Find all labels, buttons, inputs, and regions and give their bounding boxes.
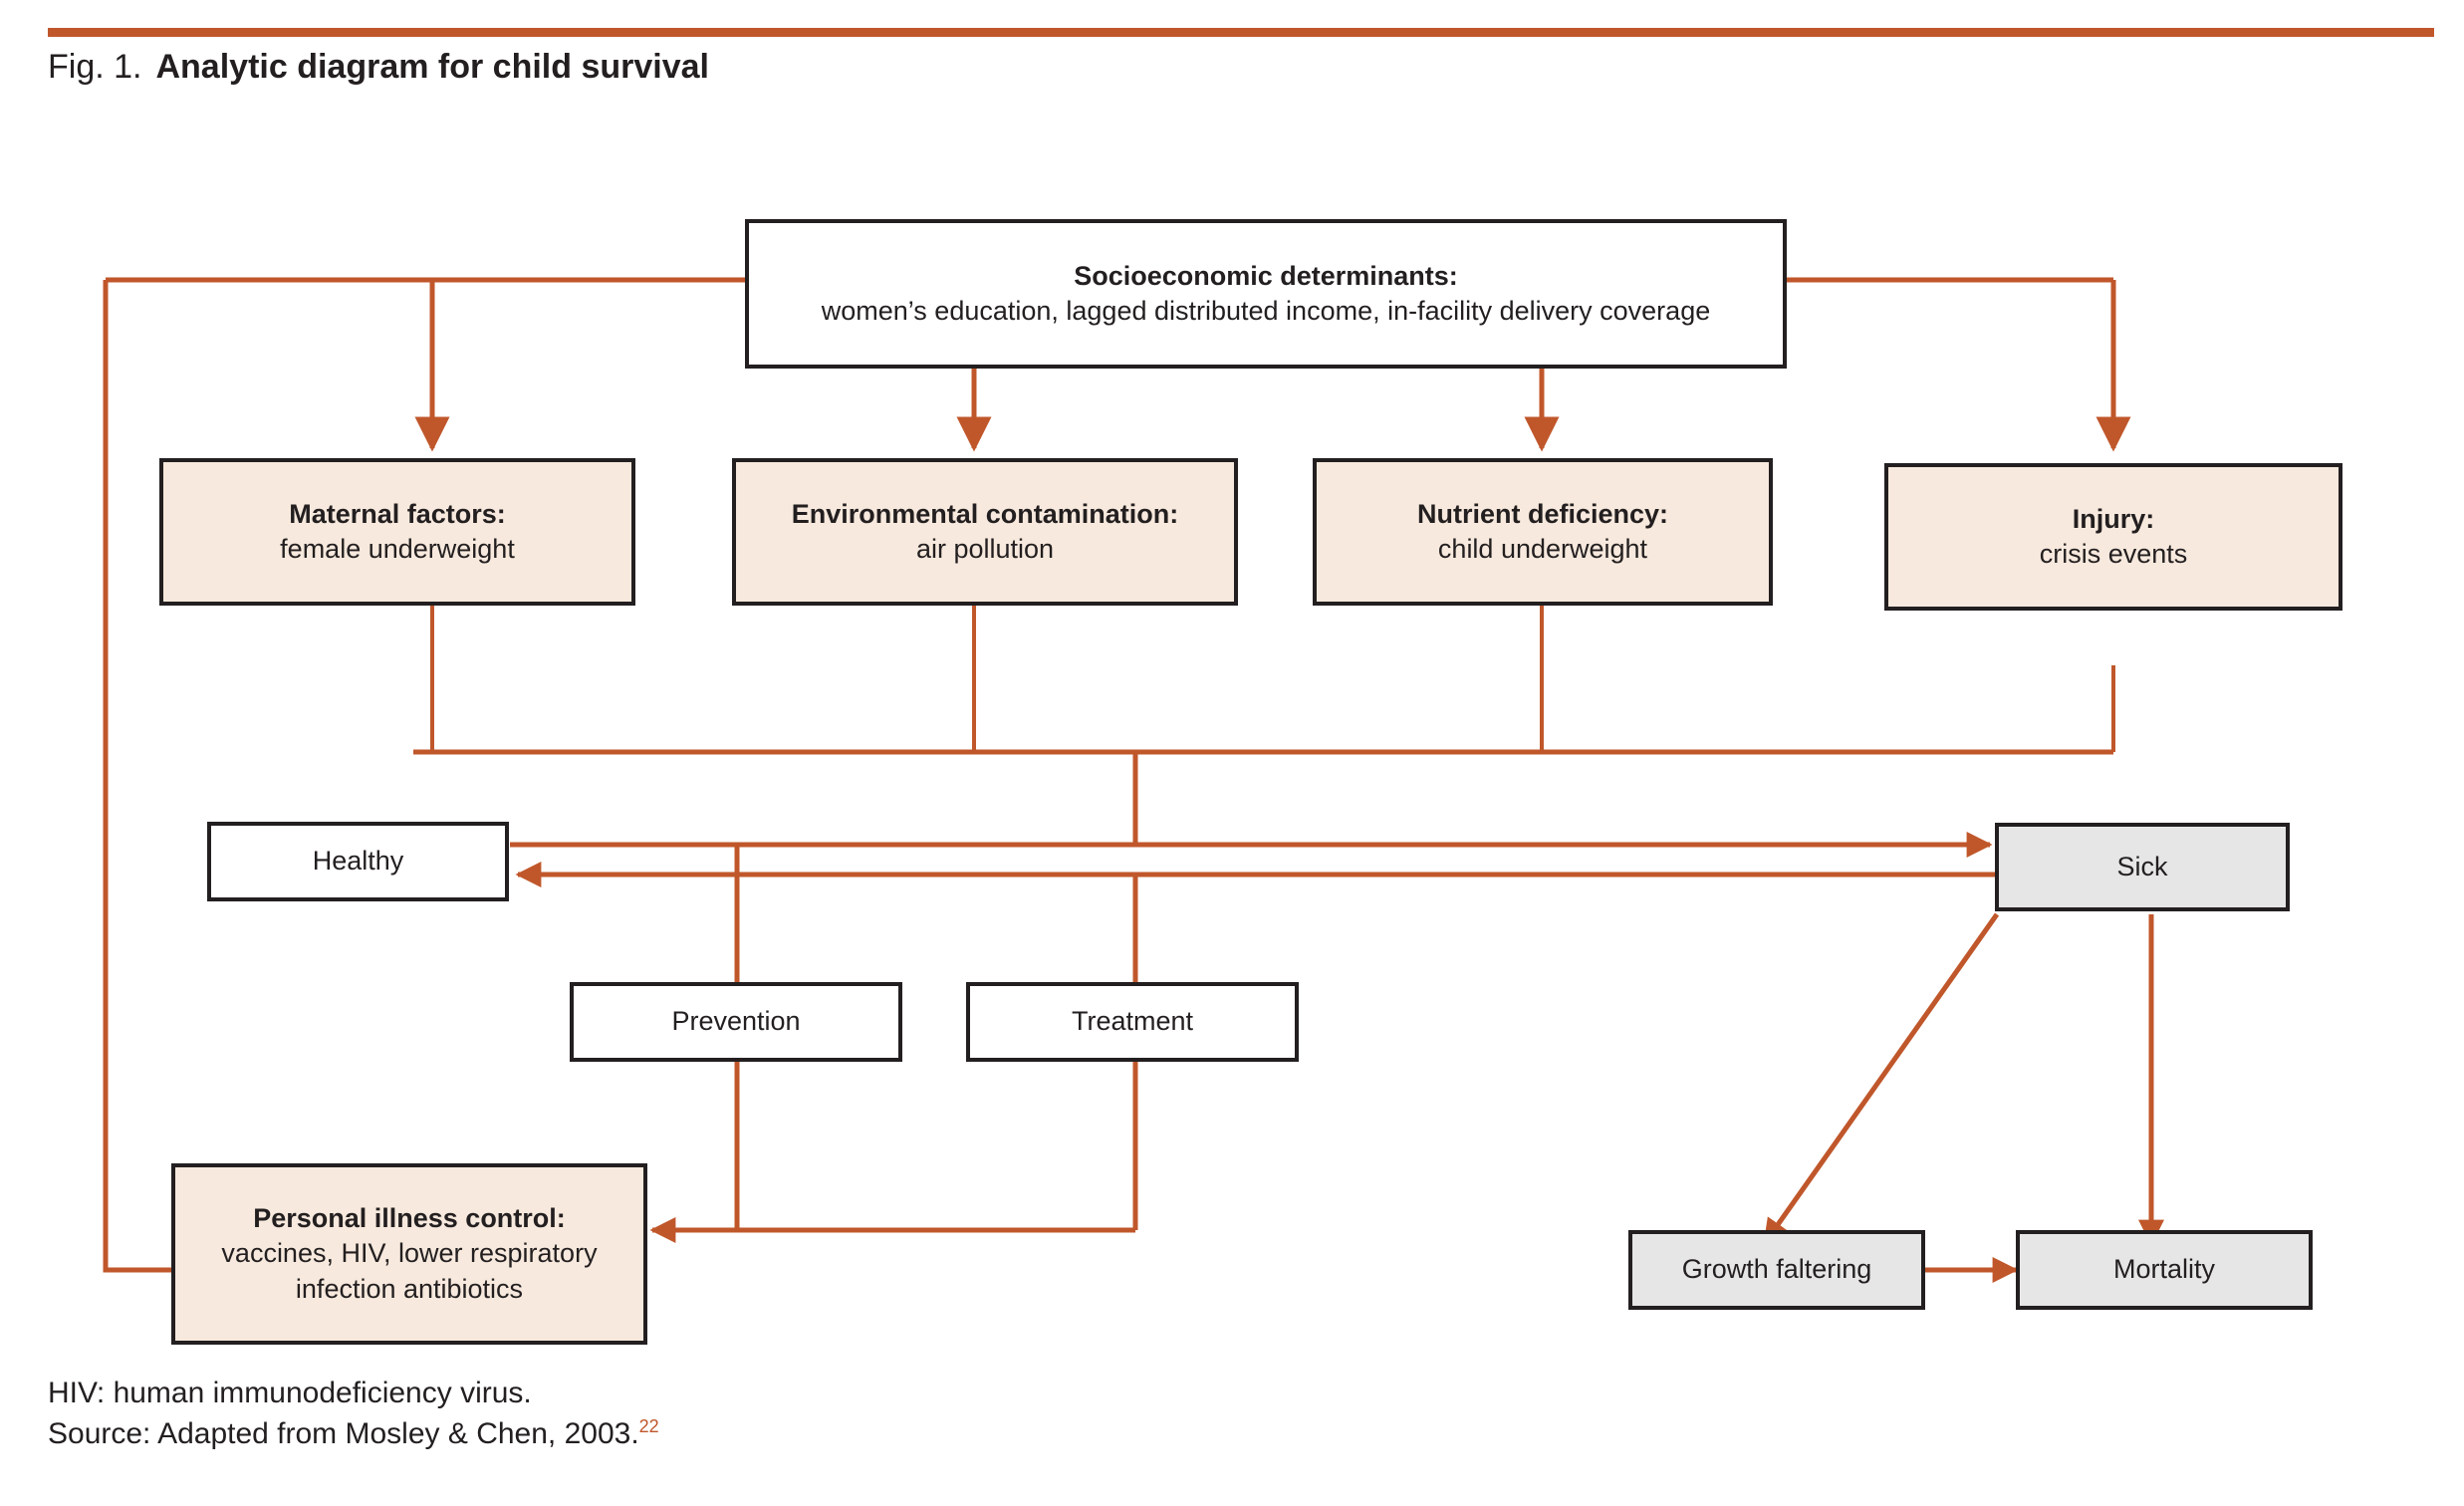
node-sick[interactable]: Sick	[1995, 823, 2290, 911]
nutrient-detail: child underweight	[1437, 534, 1648, 564]
node-personal-illness-control[interactable]: Personal illness control: vaccines, HIV,…	[171, 1163, 647, 1345]
maternal-detail: female underweight	[280, 534, 515, 564]
sick-label: Sick	[2116, 851, 2168, 881]
node-nutrient-deficiency[interactable]: Nutrient deficiency: child underweight	[1313, 458, 1773, 606]
socioeconomic-heading: Socioeconomic determinants:	[1074, 260, 1458, 291]
note-source-reference: 22	[638, 1416, 659, 1437]
node-mortality[interactable]: Mortality	[2016, 1230, 2313, 1310]
note-abbreviation: HIV: human immunodeficiency virus.	[48, 1377, 532, 1409]
illness-control-detail-1: vaccines, HIV, lower respiratory	[221, 1238, 598, 1269]
socioeconomic-detail: women’s education, lagged distributed in…	[821, 296, 1711, 326]
node-maternal-factors[interactable]: Maternal factors: female underweight	[159, 458, 635, 606]
node-growth-faltering[interactable]: Growth faltering	[1628, 1230, 1925, 1310]
node-treatment[interactable]: Treatment	[966, 982, 1299, 1062]
note-source: Source: Adapted from Mosley & Chen, 2003…	[48, 1413, 1442, 1454]
note-source-text: Source: Adapted from Mosley & Chen, 2003…	[48, 1417, 639, 1451]
top-accent-rule	[48, 28, 2434, 37]
node-healthy[interactable]: Healthy	[207, 822, 509, 901]
illness-control-heading: Personal illness control:	[253, 1203, 566, 1234]
environmental-heading: Environmental contamination:	[791, 498, 1179, 529]
injury-heading: Injury:	[2072, 503, 2155, 534]
mortality-label: Mortality	[2112, 1254, 2215, 1285]
page-title: Analytic diagram for child survival	[155, 48, 709, 86]
healthy-label: Healthy	[312, 846, 404, 877]
figure-notes: HIV: human immunodeficiency virus. Sourc…	[48, 1373, 1442, 1455]
illness-control-detail-2: infection antibiotics	[295, 1273, 524, 1304]
treatment-label: Treatment	[1071, 1006, 1194, 1037]
edge-sick-to-growth-faltering	[1762, 912, 2000, 1246]
prevention-label: Prevention	[671, 1006, 801, 1037]
maternal-heading: Maternal factors:	[289, 498, 506, 529]
node-environmental-contamination[interactable]: Environmental contamination: air polluti…	[732, 458, 1238, 606]
environmental-detail: air pollution	[915, 534, 1055, 564]
node-prevention[interactable]: Prevention	[570, 982, 902, 1062]
node-injury[interactable]: Injury: crisis events	[1884, 463, 2342, 611]
injury-detail: crisis events	[2039, 539, 2188, 569]
edge-socio-to-illness-control	[103, 280, 645, 1283]
figure-label: Fig. 1.	[48, 48, 142, 86]
node-socioeconomic-determinants[interactable]: Socioeconomic determinants: women’s educ…	[745, 219, 1787, 369]
figure-caption: Fig. 1. Analytic diagram for child surviv…	[48, 44, 1641, 90]
growth-faltering-label: Growth faltering	[1681, 1254, 1872, 1285]
nutrient-heading: Nutrient deficiency:	[1416, 498, 1669, 529]
